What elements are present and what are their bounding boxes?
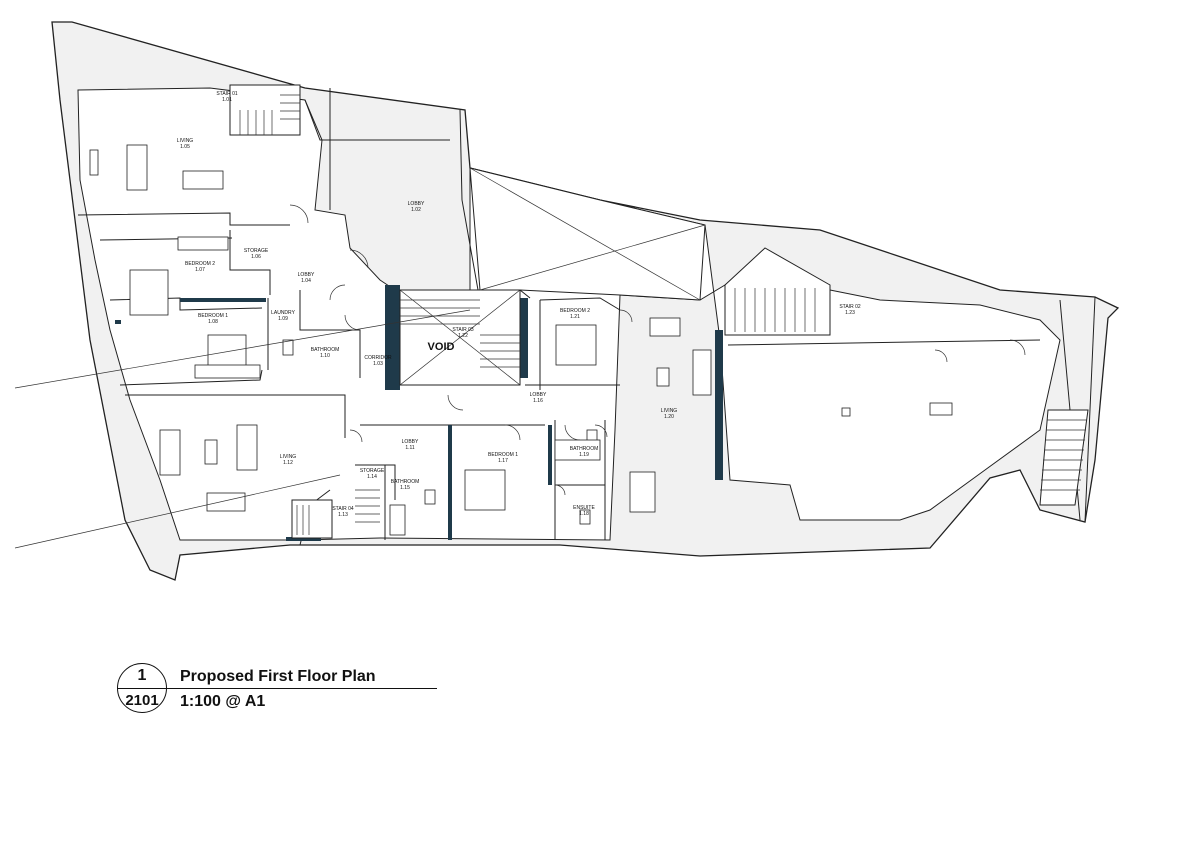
room-label: BEDROOM 2 — [560, 308, 590, 314]
room-label: BATHROOM — [311, 347, 340, 353]
room-label: BATHROOM — [391, 479, 420, 485]
stair-01 — [229, 84, 301, 136]
room-label: LOBBY — [298, 272, 315, 278]
room-number: 1.16 — [533, 398, 543, 404]
room-number: 1.18 — [579, 511, 589, 517]
room-label: LOBBY — [530, 392, 547, 398]
stair-04 — [291, 489, 380, 539]
room-label: BEDROOM 1 — [488, 452, 518, 458]
title-divider-line — [117, 688, 437, 689]
new-wall-blocks — [115, 285, 723, 541]
room-number: 1.20 — [664, 414, 674, 420]
room-label: LOBBY — [408, 201, 425, 207]
room-number: 1.15 — [400, 485, 410, 491]
room-number: 1.21 — [570, 314, 580, 320]
room-label: STORAGE — [244, 248, 269, 254]
room-number: 1.05 — [180, 144, 190, 150]
door-swings — [289, 204, 1026, 496]
room-label: STAIR 02 — [839, 304, 861, 310]
void-stair-core: VOID — [399, 289, 521, 386]
room-number: 1.14 — [367, 474, 377, 480]
section-lines — [14, 309, 471, 549]
room-label: BEDROOM 1 — [198, 313, 228, 319]
room-number: 1.04 — [301, 278, 311, 284]
east-stair — [1039, 409, 1089, 506]
room-label: LIVING — [177, 138, 194, 144]
room-number: 1.07 — [195, 267, 205, 273]
room-number: 1.10 — [320, 353, 330, 359]
room-label: ENSUITE — [573, 505, 595, 511]
room-label: CORRIDOR — [364, 355, 392, 361]
room-number: 1.23 — [845, 310, 855, 316]
drawing-title-block: 1 2101 Proposed First Floor Plan 1:100 @… — [117, 663, 437, 715]
room-label: LAUNDRY — [271, 310, 295, 316]
room-number: 1.03 — [373, 361, 383, 367]
room-number: 1.13 — [338, 512, 348, 518]
roof-void — [469, 167, 706, 301]
room-label: STAIR 01 — [216, 91, 238, 97]
room-number: 1.11 — [405, 445, 415, 451]
partition-walls — [77, 88, 1096, 546]
room-number: 1.01 — [222, 97, 232, 103]
room-label: STAIR 03 — [452, 327, 474, 333]
stair-02 — [724, 247, 831, 336]
room-number: 1.12 — [283, 460, 293, 466]
room-number: 1.09 — [278, 316, 288, 322]
drawing-title: Proposed First Floor Plan — [180, 668, 376, 685]
room-label: LIVING — [661, 408, 678, 414]
room-number: 1.19 — [579, 452, 589, 458]
sheet-number: 2101 — [125, 692, 159, 709]
room-label: STORAGE — [360, 468, 385, 474]
room-label: LOBBY — [402, 439, 419, 445]
stair-03-treads — [400, 299, 520, 368]
room-number: 1.17 — [498, 458, 508, 464]
building-outline — [51, 21, 1120, 581]
furniture — [89, 144, 953, 536]
room-number: 1.08 — [208, 319, 218, 325]
room-number: 1.06 — [251, 254, 261, 260]
drawing-scale: 1:100 @ A1 — [180, 693, 266, 710]
room-label: BATHROOM — [570, 446, 599, 452]
room-labels: STAIR 01 1.01 LOBBY 1.02 CORRIDOR 1.03 L… — [177, 91, 861, 518]
void-label: VOID — [428, 341, 455, 353]
room-number: 1.02 — [411, 207, 421, 213]
room-label: LIVING — [280, 454, 297, 460]
room-label: BEDROOM 2 — [185, 261, 215, 267]
room-number: 1.22 — [458, 333, 468, 339]
room-label: STAIR 04 — [332, 506, 354, 512]
drawing-number: 1 — [137, 667, 147, 684]
